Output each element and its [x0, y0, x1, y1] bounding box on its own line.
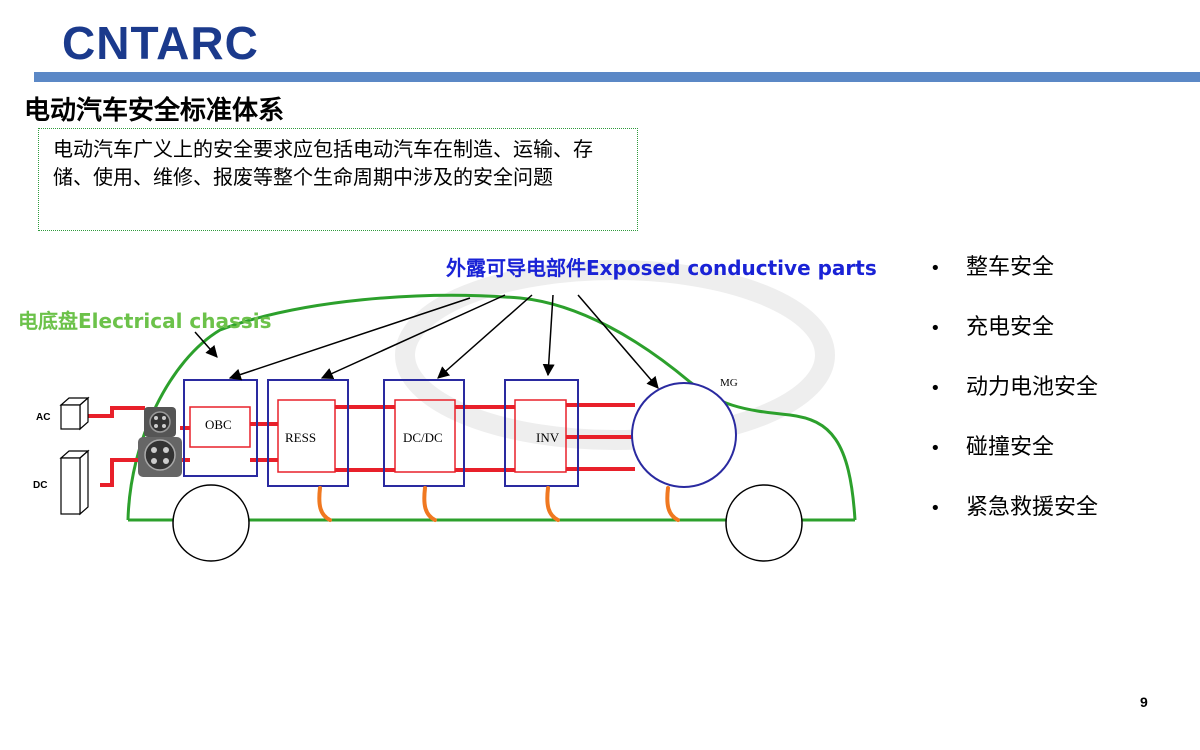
- mg-label: MG: [720, 377, 738, 389]
- dc-source: [59, 449, 90, 516]
- bullet-icon: •: [930, 438, 941, 459]
- ress-inner-box: [277, 399, 336, 473]
- inv-inner-box: [514, 399, 567, 473]
- watermark-logo: [395, 260, 835, 450]
- bullet-icon: •: [930, 318, 941, 339]
- front-wheel: [172, 484, 250, 562]
- ac-charging-inlet-icon: [144, 407, 176, 437]
- obc-outer-box: [183, 379, 258, 477]
- dcdc-label: DC/DC: [403, 430, 443, 445]
- inv-label: INV: [536, 430, 560, 445]
- exposed-parts-arrows: [228, 294, 659, 389]
- cnarc-logo: CNTARC: [62, 17, 259, 69]
- page-number: 9: [1140, 694, 1148, 710]
- ac-source: [59, 396, 90, 431]
- dc-label: DC: [33, 480, 47, 491]
- list-item: •动力电池安全: [930, 366, 1098, 426]
- list-item: •紧急救援安全: [930, 486, 1098, 546]
- bullet-icon: •: [930, 378, 941, 399]
- ress-label: RESS: [285, 430, 316, 445]
- car-outline: [126, 293, 857, 521]
- power-lines: [88, 403, 635, 487]
- exposed-conductive-parts-label: 外露可导电部件Exposed conductive parts: [446, 256, 877, 280]
- obc-inner-box: [189, 406, 251, 448]
- inv-outer-box: [504, 379, 579, 487]
- page-title: 电动汽车安全标准体系: [24, 96, 285, 126]
- dcdc-inner-box: [394, 399, 456, 473]
- obc-label: OBC: [205, 417, 232, 432]
- intro-box: 电动汽车广义上的安全要求应包括电动汽车在制造、运输、存储、使用、维修、报废等整个…: [38, 128, 638, 231]
- mg-circle: [631, 382, 737, 488]
- chassis-arrow: [194, 331, 218, 358]
- ress-outer-box: [267, 379, 349, 487]
- list-item: •整车安全: [930, 246, 1098, 306]
- dcdc-outer-box: [383, 379, 465, 487]
- dc-charging-inlet-icon: [138, 437, 182, 477]
- list-item: •充电安全: [930, 306, 1098, 366]
- rear-wheel: [725, 484, 803, 562]
- list-item: •碰撞安全: [930, 426, 1098, 486]
- bullet-icon: •: [930, 498, 941, 519]
- header-bar: [34, 72, 1200, 82]
- intro-text: 电动汽车广义上的安全要求应包括电动汽车在制造、运输、存储、使用、维修、报废等整个…: [53, 137, 593, 189]
- bullet-icon: •: [930, 258, 941, 279]
- ground-straps: [317, 486, 680, 522]
- electrical-chassis-label: 电底盘Electrical chassis: [18, 309, 272, 333]
- safety-category-list: •整车安全 •充电安全 •动力电池安全 •碰撞安全 •紧急救援安全: [930, 246, 1098, 546]
- ac-label: AC: [36, 412, 50, 423]
